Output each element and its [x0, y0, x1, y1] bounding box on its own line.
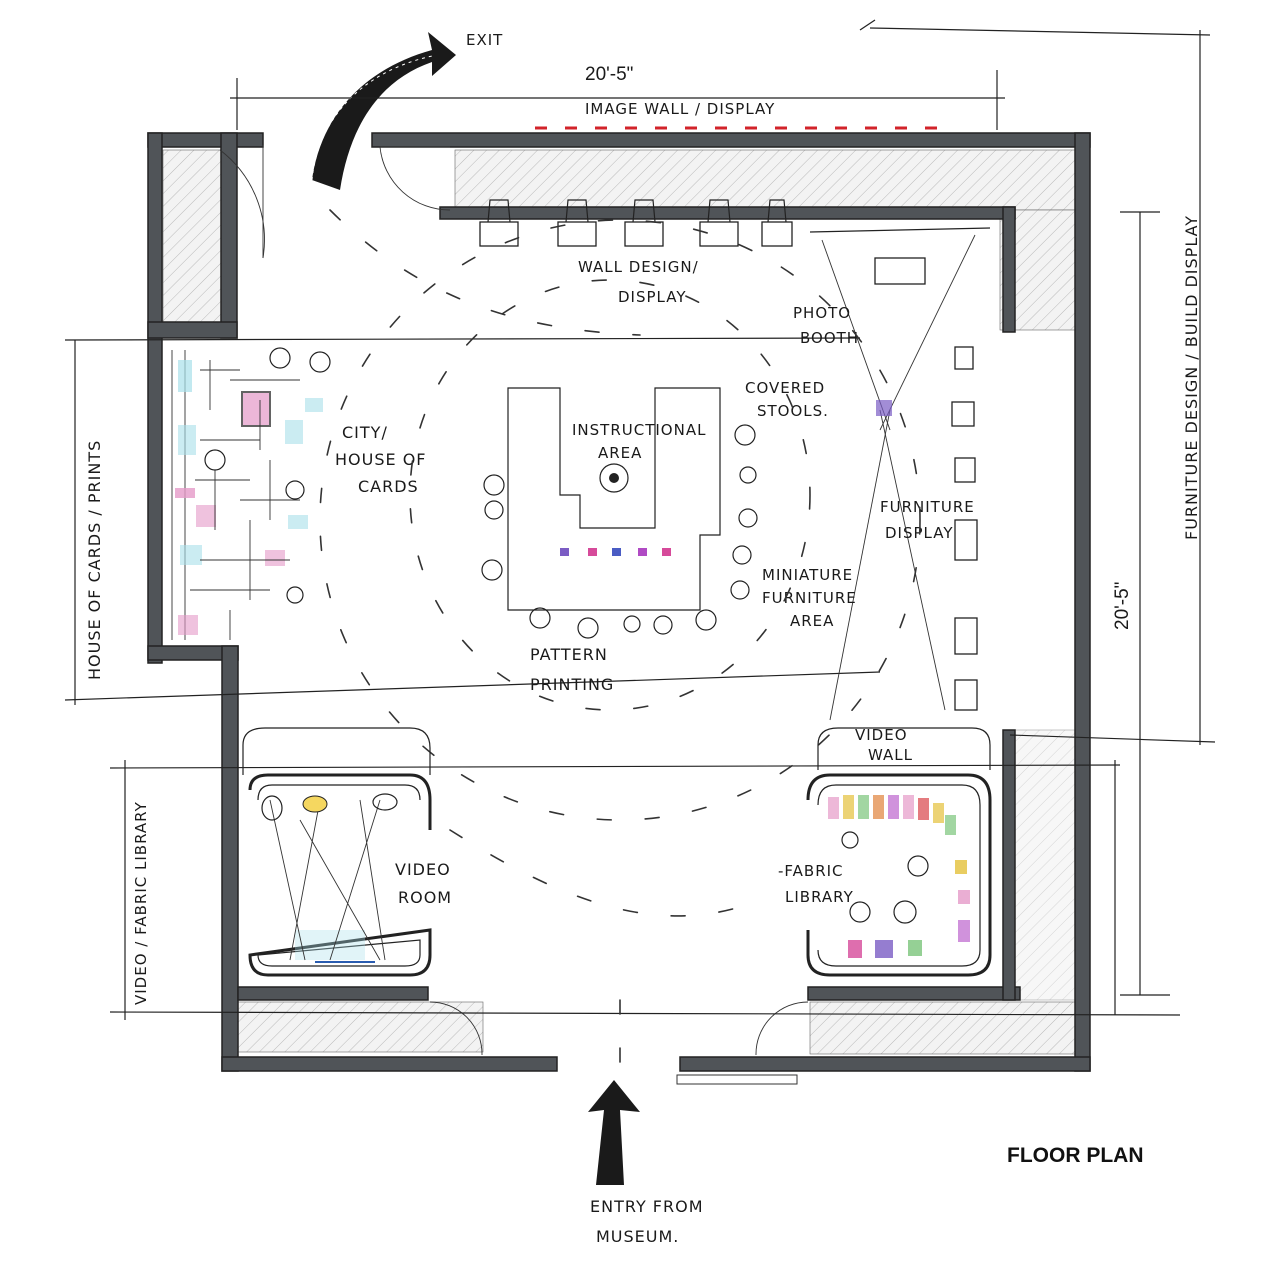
wall-design-label-1: WALL DESIGN/ [578, 258, 699, 276]
doors [219, 145, 809, 1056]
zone-right-label: FURNITURE DESIGN / BUILD DISPLAY [1182, 215, 1201, 540]
zone-left-label: HOUSE OF CARDS / PRINTS [85, 440, 104, 680]
video-room [242, 727, 432, 977]
city-label-2: HOUSE OF [335, 450, 426, 469]
wall-display-chairs [479, 199, 793, 247]
zone-left-bottom-label: VIDEO / FABRIC LIBRARY [132, 801, 150, 1005]
instruction-label-1: INSTRUCTIONAL [572, 421, 706, 439]
entry-label-2: MUSEUM. [596, 1227, 679, 1246]
circulation-path [319, 209, 921, 1071]
floor-plan-title: FLOOR PLAN [1007, 1144, 1144, 1167]
furniture-display-pieces [951, 346, 978, 711]
covered-stools-label-1: COVERED [745, 379, 825, 397]
pattern-label-1: PATTERN [530, 645, 608, 664]
furniture-display-label-1: FURNITURE [880, 498, 975, 516]
video-wall-label-1: VIDEO [855, 726, 908, 744]
pattern-label-2: PRINTING [530, 675, 614, 694]
exit-arrow-icon [311, 32, 456, 190]
walls [147, 132, 1091, 1085]
instruction-label-2: AREA [598, 444, 642, 462]
photo-booth-label-1: PHOTO [793, 304, 851, 322]
table-color-swatches [560, 548, 671, 556]
video-room-label-2: ROOM [398, 888, 452, 907]
entry-label-1: ENTRY FROM [590, 1197, 704, 1216]
fabric-library [806, 727, 992, 977]
miniature-label-1: MINIATURE [762, 566, 853, 584]
covered-stools-label-2: STOOLS. [757, 402, 829, 420]
hatched-zones [162, 149, 1076, 1055]
fabric-library-label-2: LIBRARY [785, 888, 854, 906]
photo-booth-label-2: BOOTH [800, 329, 859, 347]
dimension-top [230, 70, 1005, 130]
video-wall-label-2: WALL [868, 746, 913, 764]
dimension-top-label: 20'-5" [585, 64, 633, 85]
furniture-display-label-2: DISPLAY [885, 524, 954, 542]
miniature-label-3: AREA [790, 612, 834, 630]
wall-design-label-2: DISPLAY [618, 288, 687, 306]
city-label-3: CARDS [358, 477, 419, 496]
miniature-label-2: FURNITURE [762, 589, 857, 607]
stools [481, 424, 758, 639]
image-wall-label: IMAGE WALL / DISPLAY [585, 100, 775, 118]
house-of-cards-displays [171, 347, 331, 640]
instructional-table [507, 387, 721, 611]
dimension-right [859, 19, 1216, 1015]
dimension-right-label: 20'-5" [1112, 582, 1133, 630]
fabric-library-label-1: -FABRIC [778, 862, 844, 880]
city-label-1: CITY/ [342, 423, 388, 442]
entry-arrow-icon [588, 1080, 640, 1185]
exit-label: EXIT [466, 31, 503, 49]
video-room-label-1: VIDEO [395, 860, 451, 879]
zone-brackets [64, 337, 1181, 1020]
